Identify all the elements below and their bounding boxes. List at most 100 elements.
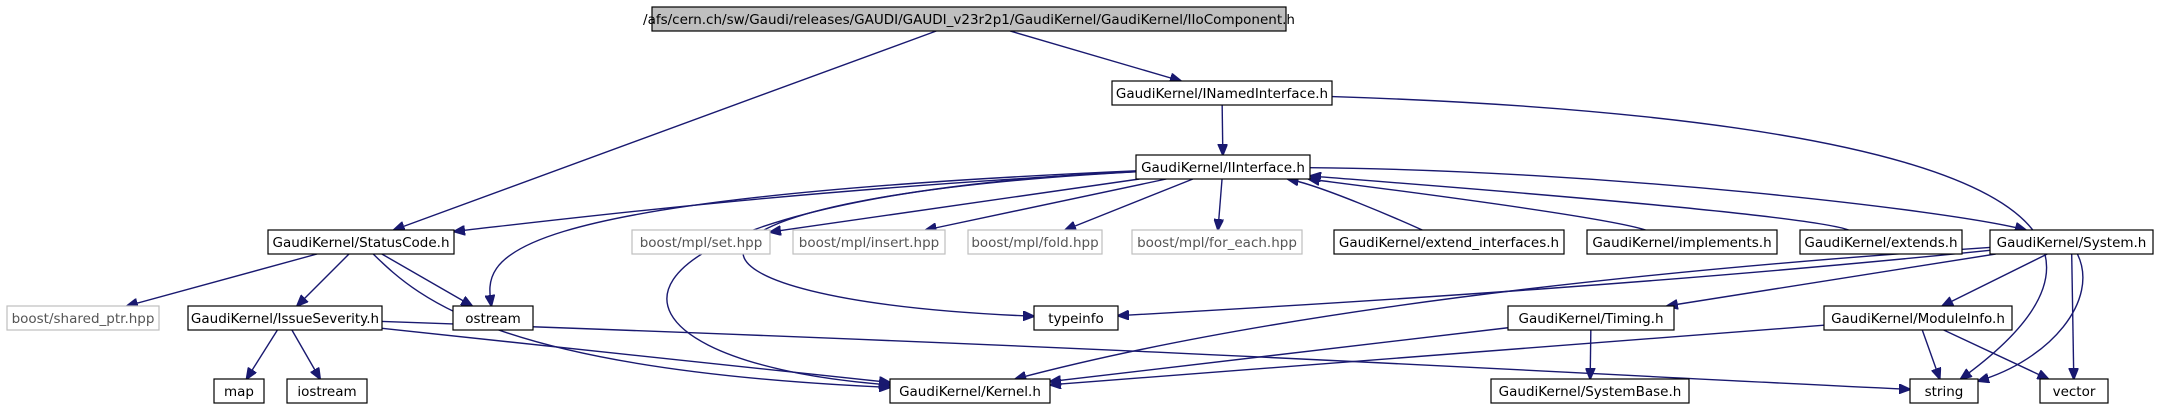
node-label-iostream: iostream [297, 384, 356, 400]
edge-iinterface-to-mplinsert [926, 178, 1167, 230]
edge-issue-to-iostream [291, 329, 320, 379]
edge-timing-to-kernel [1050, 327, 1509, 382]
node-box-systembase [1490, 378, 1690, 404]
edge-moduleinfo-to-vector [1943, 329, 2049, 379]
edge-iinterface-to-mplforeach [1218, 178, 1222, 230]
node-box-sharedptr [6, 305, 160, 331]
node-extint[interactable]: GaudiKernel/extend_interfaces.h [1333, 229, 1565, 255]
node-systembase[interactable]: GaudiKernel/SystemBase.h [1490, 378, 1690, 404]
node-mplforeach: boost/mpl/for_each.hpp [1131, 229, 1303, 255]
edge-system-to-typeinfo [1118, 249, 1991, 315]
node-typeinfo[interactable]: typeinfo [1033, 305, 1119, 331]
node-label-typeinfo: typeinfo [1048, 311, 1103, 327]
node-box-mplset [631, 229, 771, 255]
node-label-root: /afs/cern.ch/sw/Gaudi/releases/GAUDI/GAU… [643, 12, 1295, 28]
node-label-ostream: ostream [465, 311, 521, 327]
node-label-statuscode: GaudiKernel/StatusCode.h [273, 235, 450, 251]
node-vector[interactable]: vector [2039, 378, 2109, 404]
node-mplset: boost/mpl/set.hpp [631, 229, 771, 255]
edge-root-to-statuscode [394, 30, 937, 230]
node-label-kernel: GaudiKernel/Kernel.h [899, 384, 1041, 400]
node-label-map: map [224, 384, 254, 400]
node-label-moduleinfo: GaudiKernel/ModuleInfo.h [1831, 311, 2005, 327]
edge-inamed-to-string [1331, 95, 2047, 379]
edge-iinterface-to-mplset [770, 178, 1140, 232]
node-box-typeinfo [1033, 305, 1119, 331]
edge-iinterface-to-mplfold [1065, 178, 1194, 230]
edge-issue-to-kernel [381, 327, 890, 382]
node-box-mplforeach [1131, 229, 1303, 255]
node-box-extint [1333, 229, 1565, 255]
node-implements[interactable]: GaudiKernel/implements.h [1586, 229, 1778, 255]
node-label-mplfold: boost/mpl/fold.hpp [971, 235, 1098, 251]
edge-implements-to-iinterface [1309, 179, 1646, 231]
edge-statuscode-to-kernel [372, 253, 890, 387]
node-ostream[interactable]: ostream [452, 305, 534, 331]
node-kernel[interactable]: GaudiKernel/Kernel.h [889, 378, 1051, 404]
node-box-iostream [286, 378, 368, 404]
edge-system-to-kernel [1015, 246, 1991, 379]
edge-statuscode-to-issue [297, 253, 350, 306]
edge-iinterface-to-system [1309, 166, 2026, 230]
edges-layer [127, 30, 2084, 389]
node-box-implements [1586, 229, 1778, 255]
node-label-sharedptr: boost/shared_ptr.hpp [12, 311, 155, 327]
node-label-iinterface: GaudiKernel/IInterface.h [1141, 160, 1305, 176]
node-map[interactable]: map [213, 378, 265, 404]
edge-moduleinfo-to-kernel [1050, 324, 1825, 385]
edge-extint-to-iinterface [1288, 179, 1423, 231]
node-label-extends: GaudiKernel/extends.h [1804, 235, 1957, 251]
node-box-system [1989, 229, 2154, 255]
node-box-issue [187, 305, 383, 331]
edge-extends-to-iinterface [1310, 176, 1849, 231]
node-moduleinfo[interactable]: GaudiKernel/ModuleInfo.h [1823, 305, 2013, 331]
edge-system-to-timing [1667, 253, 1996, 306]
node-box-mplfold [967, 229, 1103, 255]
node-root[interactable]: /afs/cern.ch/sw/Gaudi/releases/GAUDI/GAU… [643, 6, 1295, 32]
node-label-mplinsert: boost/mpl/insert.hpp [799, 235, 939, 251]
node-statuscode[interactable]: GaudiKernel/StatusCode.h [267, 229, 455, 255]
nodes-layer: /afs/cern.ch/sw/Gaudi/releases/GAUDI/GAU… [6, 6, 2154, 404]
edge-statuscode-to-ostream [381, 253, 472, 306]
node-label-implements: GaudiKernel/implements.h [1592, 235, 1771, 251]
node-box-root [651, 6, 1287, 32]
edge-issue-to-string [381, 320, 1910, 389]
node-label-issue: GaudiKernel/IssueSeverity.h [191, 311, 379, 327]
node-box-string [1909, 378, 1979, 404]
node-string[interactable]: string [1909, 378, 1979, 404]
edge-inamed-to-iinterface [1222, 104, 1223, 155]
edge-statuscode-to-sharedptr [127, 253, 318, 306]
edge-system-to-moduleinfo [1942, 253, 2048, 306]
edge-iinterface-to-ostream [490, 170, 1137, 306]
node-inamed[interactable]: GaudiKernel/INamedInterface.h [1111, 80, 1333, 106]
node-label-mplforeach: boost/mpl/for_each.hpp [1137, 235, 1297, 251]
node-issue[interactable]: GaudiKernel/IssueSeverity.h [187, 305, 383, 331]
node-timing[interactable]: GaudiKernel/Timing.h [1507, 305, 1675, 331]
node-box-timing [1507, 305, 1675, 331]
node-mplinsert: boost/mpl/insert.hpp [792, 229, 946, 255]
node-box-vector [2039, 378, 2109, 404]
node-box-ostream [452, 305, 534, 331]
node-iinterface[interactable]: GaudiKernel/IInterface.h [1135, 154, 1311, 180]
node-label-system: GaudiKernel/System.h [1997, 235, 2147, 251]
node-iostream[interactable]: iostream [286, 378, 368, 404]
edge-iinterface-to-kernel [666, 170, 1137, 385]
edge-root-to-inamed [1009, 30, 1181, 81]
edge-issue-to-map [247, 329, 279, 379]
node-box-extends [1799, 229, 1963, 255]
node-extends[interactable]: GaudiKernel/extends.h [1799, 229, 1963, 255]
node-box-statuscode [267, 229, 455, 255]
node-sharedptr: boost/shared_ptr.hpp [6, 305, 160, 331]
node-box-iinterface [1135, 154, 1311, 180]
node-system[interactable]: GaudiKernel/System.h [1989, 229, 2154, 255]
node-label-inamed: GaudiKernel/INamedInterface.h [1116, 86, 1328, 102]
node-label-vector: vector [2053, 384, 2096, 400]
node-box-map [213, 378, 265, 404]
edge-iinterface-to-statuscode [454, 171, 1137, 232]
node-box-kernel [889, 378, 1051, 404]
edge-timing-to-systembase [1590, 329, 1591, 379]
node-mplfold: boost/mpl/fold.hpp [967, 229, 1103, 255]
edge-system-to-string [1978, 253, 2084, 381]
node-label-timing: GaudiKernel/Timing.h [1518, 311, 1663, 327]
